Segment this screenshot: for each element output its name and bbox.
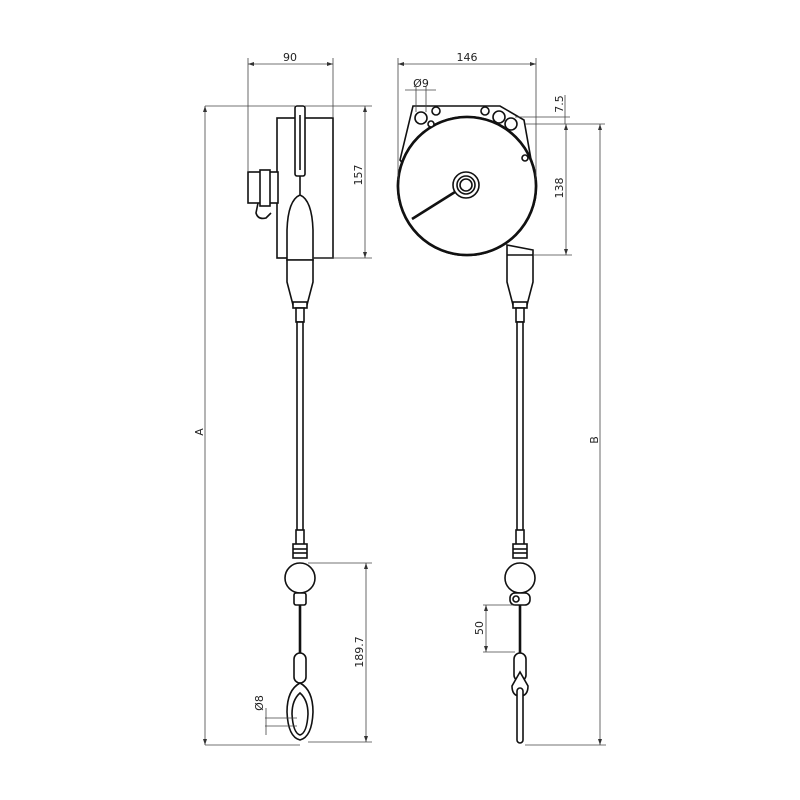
snap-hook bbox=[286, 682, 314, 741]
cable bbox=[296, 321, 304, 533]
dim-side-width: 90 bbox=[283, 51, 297, 64]
dim-mount-hole: Ø9 bbox=[413, 77, 429, 90]
dim-front-width: 146 bbox=[457, 51, 478, 64]
front-dimensions: 146 Ø9 7.5 138 B 50 bbox=[397, 51, 606, 746]
dim-cable-stop-gap: 50 bbox=[473, 621, 486, 635]
dim-mount-offset: 7.5 bbox=[553, 95, 566, 113]
side-view bbox=[247, 105, 334, 741]
cable-coupling bbox=[292, 543, 308, 559]
front-hook bbox=[516, 687, 524, 744]
ferrule bbox=[293, 652, 307, 684]
spring-arm bbox=[411, 190, 456, 221]
side-dimensions: 90 157 A 189.7 Ø8 bbox=[193, 51, 372, 746]
cable-stop bbox=[293, 592, 307, 606]
dim-hook-diameter: Ø8 bbox=[253, 695, 266, 711]
front-cable bbox=[516, 321, 524, 533]
dim-side-height: 157 bbox=[352, 165, 365, 186]
front-exit bbox=[506, 244, 534, 306]
front-ball-stop bbox=[504, 562, 536, 594]
dim-overall-A: A bbox=[193, 428, 206, 436]
mount-hole bbox=[414, 111, 428, 125]
dim-overall-B: B bbox=[588, 436, 601, 444]
front-view bbox=[396, 105, 538, 744]
clamp-hook bbox=[255, 202, 272, 220]
dim-drum-height: 138 bbox=[553, 178, 566, 199]
front-coupling bbox=[512, 543, 528, 559]
ball-stop bbox=[284, 562, 316, 594]
dim-lower-length: 189.7 bbox=[353, 636, 366, 668]
